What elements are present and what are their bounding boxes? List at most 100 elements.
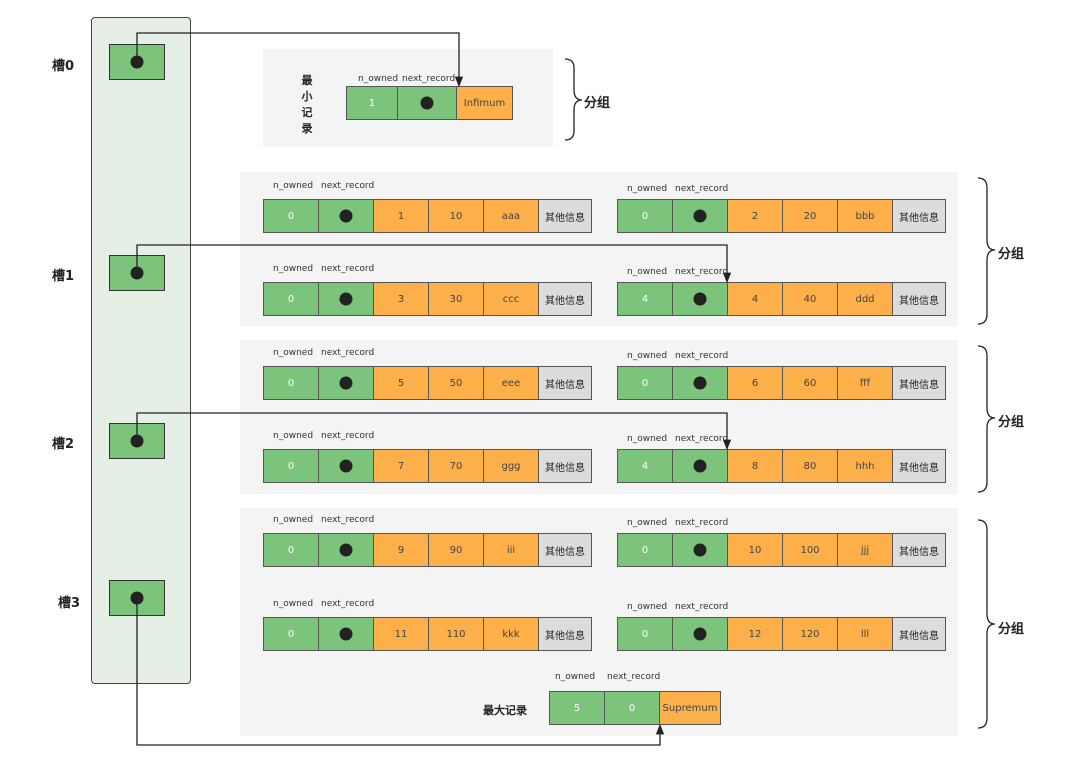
value-cell: 120 — [782, 617, 838, 651]
next-record-cell — [672, 617, 728, 651]
n-owned-cell: 0 — [263, 366, 319, 400]
next-record-cell — [672, 449, 728, 483]
brace-infimum — [564, 58, 583, 141]
n-owned-cell: 0 — [263, 199, 319, 233]
value-cell: 90 — [428, 533, 484, 567]
infimum-header-owned: n_owned — [358, 74, 399, 84]
header-owned: n_owned — [273, 264, 314, 274]
header-next: next_record — [321, 264, 375, 274]
other-info-cell: 其他信息 — [538, 282, 592, 316]
id-cell: 3 — [373, 282, 429, 316]
n-owned-cell: 0 — [263, 617, 319, 651]
page-directory — [91, 17, 191, 684]
brace-group-2 — [977, 345, 996, 493]
brace-group-3 — [977, 519, 996, 729]
name-cell: kkk — [483, 617, 539, 651]
pointer-dot-icon — [693, 376, 707, 390]
supremum-label: 最大记录 — [483, 704, 527, 717]
name-cell: ccc — [483, 282, 539, 316]
infimum-header-next: next_record — [402, 74, 456, 84]
id-cell: 2 — [727, 199, 783, 233]
header-owned: n_owned — [627, 184, 668, 194]
other-info-cell: 其他信息 — [538, 366, 592, 400]
header-next: next_record — [675, 518, 729, 528]
header-owned: n_owned — [627, 434, 668, 444]
supremum-name-cell: Supremum — [659, 691, 721, 725]
next-record-cell — [318, 533, 374, 567]
header-next: next_record — [321, 348, 375, 358]
n-owned-cell: 1 — [346, 86, 398, 120]
infimum-label: 最 小 记 录 — [301, 74, 313, 135]
pointer-dot-icon — [693, 543, 707, 557]
value-cell: 70 — [428, 449, 484, 483]
group-label-3: 分组 — [998, 622, 1025, 637]
infimum-record: 1 Infimum — [346, 86, 513, 120]
value-cell: 80 — [782, 449, 838, 483]
next-record-cell: 0 — [604, 691, 660, 725]
name-cell: aaa — [483, 199, 539, 233]
header-owned: n_owned — [273, 599, 314, 609]
other-info-cell: 其他信息 — [538, 199, 592, 233]
next-record-cell — [318, 199, 374, 233]
id-cell: 12 — [727, 617, 783, 651]
next-record-cell — [672, 366, 728, 400]
id-cell: 6 — [727, 366, 783, 400]
n-owned-cell: 0 — [617, 366, 673, 400]
id-cell: 4 — [727, 282, 783, 316]
name-cell: bbb — [837, 199, 893, 233]
pointer-dot-icon — [339, 292, 353, 306]
name-cell: lll — [837, 617, 893, 651]
other-info-cell: 其他信息 — [538, 617, 592, 651]
next-record-cell — [318, 449, 374, 483]
header-next: next_record — [675, 434, 729, 444]
supremum-header-owned: n_owned — [555, 672, 596, 682]
header-next: next_record — [321, 515, 375, 525]
header-next: next_record — [675, 602, 729, 612]
pointer-dot-icon — [339, 459, 353, 473]
pointer-dot-icon — [693, 459, 707, 473]
next-record-cell — [672, 199, 728, 233]
next-record-cell — [672, 533, 728, 567]
header-owned: n_owned — [627, 351, 668, 361]
infimum-name-cell: Infimum — [456, 86, 513, 120]
other-info-cell: 其他信息 — [892, 366, 946, 400]
supremum-record: 5 0 Supremum — [549, 691, 721, 725]
pointer-dot-icon — [130, 591, 144, 605]
pointer-dot-icon — [420, 96, 434, 110]
name-cell: iii — [483, 533, 539, 567]
n-owned-cell: 0 — [617, 533, 673, 567]
id-cell: 5 — [373, 366, 429, 400]
id-cell: 9 — [373, 533, 429, 567]
group-label-infimum: 分组 — [584, 96, 611, 111]
name-cell: hhh — [837, 449, 893, 483]
n-owned-cell: 0 — [617, 617, 673, 651]
other-info-cell: 其他信息 — [538, 533, 592, 567]
other-info-cell: 其他信息 — [892, 199, 946, 233]
header-next: next_record — [675, 351, 729, 361]
header-owned: n_owned — [273, 348, 314, 358]
pointer-dot-icon — [693, 209, 707, 223]
group-label-1: 分组 — [998, 247, 1025, 262]
n-owned-cell: 0 — [617, 199, 673, 233]
next-record-cell — [397, 86, 457, 120]
slot-2 — [109, 423, 165, 459]
header-next: next_record — [675, 184, 729, 194]
next-record-cell — [318, 282, 374, 316]
name-cell: jjj — [837, 533, 893, 567]
slot-label-2: 槽2 — [52, 437, 75, 452]
slot-3 — [109, 580, 165, 616]
header-next: next_record — [321, 181, 375, 191]
slot-label-3: 槽3 — [58, 596, 81, 611]
n-owned-cell: 5 — [549, 691, 605, 725]
header-owned: n_owned — [627, 267, 668, 277]
header-next: next_record — [321, 599, 375, 609]
name-cell: ggg — [483, 449, 539, 483]
n-owned-cell: 0 — [263, 533, 319, 567]
header-next: next_record — [321, 431, 375, 441]
other-info-cell: 其他信息 — [892, 282, 946, 316]
value-cell: 20 — [782, 199, 838, 233]
